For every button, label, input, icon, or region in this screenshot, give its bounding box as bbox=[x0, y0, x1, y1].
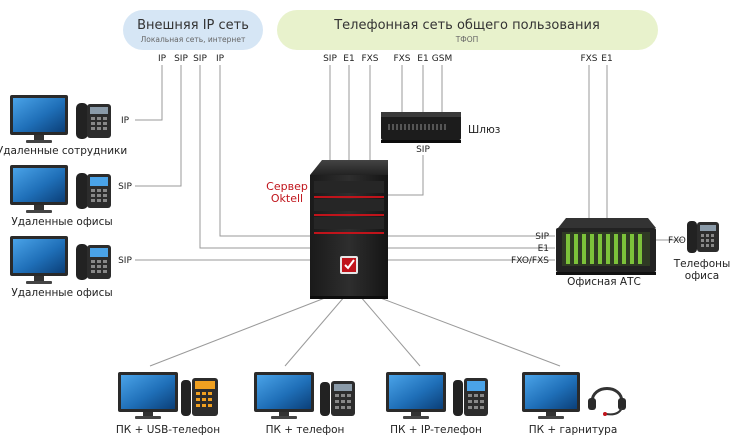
remote-office-2-port-label: SIP bbox=[118, 256, 132, 266]
remote-office-device-2: SIP Удаленные офисы bbox=[10, 236, 132, 299]
pbx-port-e1: E1 bbox=[538, 244, 549, 254]
port-label-sip-1: SIP bbox=[174, 54, 188, 64]
port-label-pbx-fxs: FXS bbox=[580, 54, 597, 64]
office-phones-line2: офиса bbox=[685, 270, 719, 282]
pbx-name: Офисная АТС bbox=[567, 276, 641, 288]
port-label-pbx-e1: E1 bbox=[601, 54, 612, 64]
office-pbx: SIP E1 FXO/FXS Офисная АТС FXO bbox=[511, 218, 686, 288]
connection-lines bbox=[135, 65, 683, 367]
remote-office-1-port-label: SIP bbox=[118, 182, 132, 192]
port-label-sip-2: SIP bbox=[193, 54, 207, 64]
pc-phone: ПК + телефон bbox=[254, 372, 355, 436]
desk-phone-icon bbox=[687, 221, 719, 253]
monitor-icon bbox=[386, 372, 446, 419]
ip-phone-icon bbox=[453, 378, 488, 416]
pc-ip-phone: ПК + IP-телефон bbox=[386, 372, 488, 436]
gateway-port-label: SIP bbox=[416, 145, 430, 155]
remote-office-2-caption: Удаленные офисы bbox=[11, 287, 112, 299]
monitor-icon bbox=[10, 95, 68, 143]
pc-phone-caption: ПК + телефон bbox=[266, 424, 345, 436]
server-name-line1: Сервер bbox=[266, 180, 308, 193]
server-port-labels: SIP E1 FXS bbox=[323, 54, 379, 64]
monitor-icon bbox=[522, 372, 580, 419]
pc-usb-phone: ПК + USB-телефон bbox=[116, 372, 220, 436]
monitor-icon bbox=[254, 372, 314, 419]
remote-office-1-caption: Удаленные офисы bbox=[11, 216, 112, 228]
port-label-ip-2: IP bbox=[216, 54, 225, 64]
remote-employees-caption: Удаленные сотрудники bbox=[0, 145, 127, 157]
pc-headset-caption: ПК + гарнитура bbox=[529, 424, 618, 436]
checkmark-icon bbox=[344, 259, 355, 270]
port-label-gw-gsm: GSM bbox=[432, 54, 452, 64]
pbx-phone-port: FXO bbox=[668, 236, 686, 246]
port-label-gw-fxs: FXS bbox=[393, 54, 410, 64]
monitor-icon bbox=[10, 236, 68, 284]
internet-cloud: Внешняя IP сеть Локальная сеть, интернет bbox=[123, 10, 263, 50]
office-phones-line1: Телефоны bbox=[673, 258, 731, 270]
usb-phone-icon bbox=[181, 378, 218, 416]
remote-office-device-1: SIP Удаленные офисы bbox=[10, 165, 132, 228]
port-label-gw-e1: E1 bbox=[417, 54, 428, 64]
internet-port-labels: IP SIP SIP IP bbox=[158, 54, 225, 64]
ip-phone-icon bbox=[76, 244, 111, 280]
internet-cloud-title: Внешняя IP сеть bbox=[137, 18, 249, 33]
monitor-icon bbox=[10, 165, 68, 213]
gateway-icon bbox=[381, 112, 461, 143]
pstn-cloud: Телефонная сеть общего пользования ТФОП bbox=[277, 10, 658, 50]
desk-phone-icon bbox=[320, 381, 355, 416]
remote-employees-device: IP Удаленные сотрудники bbox=[0, 95, 130, 157]
gateway-name: Шлюз bbox=[468, 124, 500, 136]
port-label-server-e1: E1 bbox=[343, 54, 354, 64]
pstn-cloud-subtitle: ТФОП bbox=[455, 35, 479, 44]
ip-phone-icon bbox=[76, 173, 111, 209]
pbx-port-labels: FXS E1 bbox=[580, 54, 612, 64]
port-label-server-fxs: FXS bbox=[361, 54, 378, 64]
remote-employees-port-label: IP bbox=[121, 116, 130, 126]
pc-ip-phone-caption: ПК + IP-телефон bbox=[390, 424, 482, 436]
oktell-server: Сервер Oktell bbox=[266, 160, 388, 299]
pbx-port-fxo-fxs: FXO/FXS bbox=[511, 256, 549, 266]
headset-icon bbox=[588, 387, 626, 416]
pc-usb-phone-caption: ПК + USB-телефон bbox=[116, 424, 220, 436]
monitor-icon bbox=[118, 372, 178, 419]
internet-cloud-subtitle: Локальная сеть, интернет bbox=[141, 35, 246, 44]
pstn-cloud-title: Телефонная сеть общего пользования bbox=[333, 18, 600, 33]
office-phones: Телефоны офиса bbox=[673, 221, 731, 282]
server-tower-icon bbox=[310, 160, 388, 299]
port-label-ip-1: IP bbox=[158, 54, 167, 64]
pbx-cabinet-icon bbox=[556, 218, 656, 275]
gateway-port-labels: FXS E1 GSM bbox=[393, 54, 452, 64]
pc-headset: ПК + гарнитура bbox=[522, 372, 626, 436]
pbx-port-sip: SIP bbox=[535, 232, 549, 242]
gateway-device: Шлюз SIP bbox=[381, 112, 500, 155]
port-label-server-sip: SIP bbox=[323, 54, 337, 64]
server-name-line2: Oktell bbox=[271, 192, 303, 205]
desk-phone-icon bbox=[76, 103, 111, 139]
